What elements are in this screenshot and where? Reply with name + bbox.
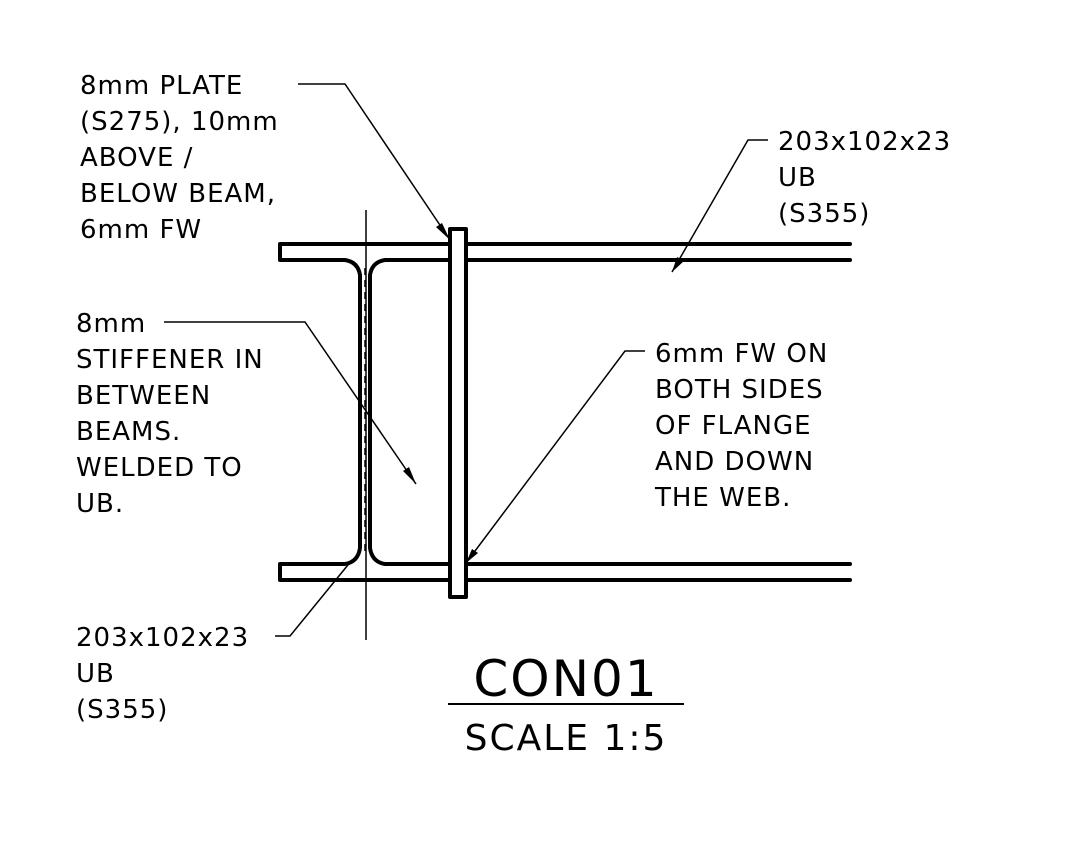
plate-note-line: 8mm PLATE [80,71,243,101]
beam-left-leader [275,559,353,637]
weld-leader [465,350,645,564]
beam-left-note-line: 203x102x23 [76,623,249,653]
plate-note: 8mm PLATE (S275), 10mm ABOVE / BELOW BEA… [80,71,279,245]
end-plate [448,227,468,599]
beam-left-note-line: (S355) [76,695,168,725]
stiffener-leader [164,321,417,485]
plate-note-line: 6mm FW [80,215,202,245]
stiffener-note-line: WELDED TO [76,453,243,483]
stiffener-note-line: 8mm [76,309,146,339]
stiffener-note-line: BEAMS. [76,417,181,447]
beam-left-note: 203x102x23 UB (S355) [76,623,249,725]
stiffener-note: 8mm STIFFENER IN BETWEEN BEAMS. WELDED T… [76,309,264,519]
stiffener-note-line: STIFFENER IN [76,345,264,375]
plate-note-line: (S275), 10mm [80,107,279,137]
left-beam-section [278,242,452,582]
weld-note: 6mm FW ON BOTH SIDES OF FLANGE AND DOWN … [654,339,828,513]
beam-right-note-line: 203x102x23 [778,127,951,157]
beam-right-note: 203x102x23 UB (S355) [778,127,951,229]
drawing-title: CON01 [473,650,658,708]
title-block: CON01 SCALE 1:5 [448,650,684,759]
beam-right-note-line: (S355) [778,199,870,229]
beam-right-leader [671,139,768,273]
drawing-scale: SCALE 1:5 [465,718,668,759]
weld-note-line: OF FLANGE [655,411,812,441]
right-beam-elevation [464,242,852,582]
beam-right-note-line: UB [778,163,817,193]
weld-note-line: BOTH SIDES [655,375,824,405]
plate-leader [298,83,451,241]
beam-left-note-line: UB [76,659,115,689]
plate-note-line: ABOVE / [80,143,193,173]
weld-note-line: THE WEB. [654,483,791,513]
weld-note-line: 6mm FW ON [655,339,828,369]
stiffener-note-line: UB. [76,489,124,519]
plate-note-line: BELOW BEAM, [80,179,276,209]
stiffener-note-line: BETWEEN [76,381,211,411]
weld-note-line: AND DOWN [655,447,814,477]
